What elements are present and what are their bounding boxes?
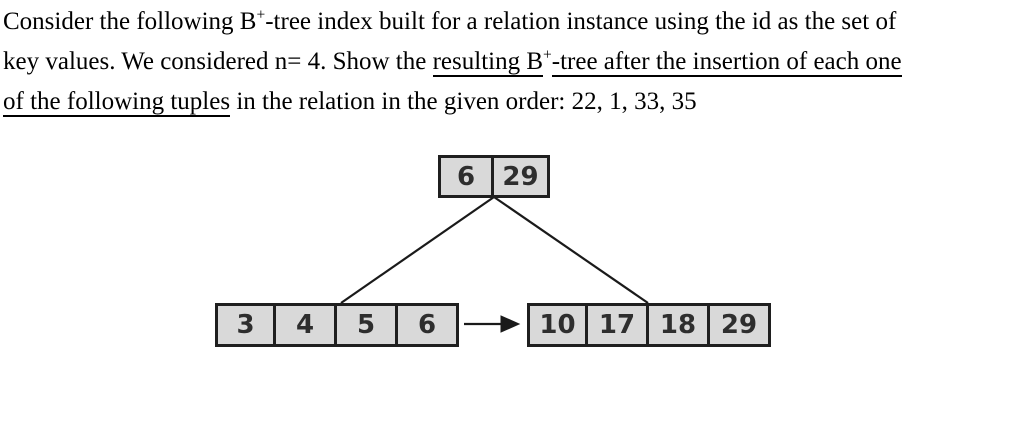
question-line: Consider the following B+-tree index bui… (3, 2, 1018, 42)
tree-key-cell: 4 (276, 303, 337, 347)
question-segment: in the relation in the given order: 22, … (230, 88, 697, 115)
root-to-left-leaf-connector (340, 196, 495, 304)
tree-key-cell: 17 (588, 303, 649, 347)
tree-key-cell: 5 (337, 303, 398, 347)
question-segment: -tree index built for a relation instanc… (265, 8, 897, 35)
tree-key-cell: 10 (527, 303, 588, 347)
question-line: of the following tuples in the relation … (3, 82, 1018, 122)
question-segment: Consider the following B (3, 8, 257, 35)
tree-key-cell: 3 (215, 303, 276, 347)
tree-key-cell: 18 (649, 303, 710, 347)
root-to-right-leaf-connector (493, 196, 649, 304)
question-segment-underlined: resulting B (432, 48, 544, 77)
superscript-plus: + (543, 46, 552, 64)
question-segment: key values. We considered n= 4. Show the (3, 48, 433, 75)
tree-key-cell: 29 (710, 303, 771, 347)
question-line: key values. We considered n= 4. Show the… (3, 42, 1018, 82)
question-segment-underlined: -tree after the insertion of each one (551, 48, 902, 77)
question-segment-underlined: of the following tuples (3, 88, 231, 117)
tree-key-cell: 6 (398, 303, 459, 347)
superscript-plus: + (256, 6, 266, 24)
tree-key-cell: 6 (438, 155, 494, 198)
question-text: Consider the following B+-tree index bui… (3, 2, 1018, 122)
tree-key-cell: 29 (494, 155, 550, 198)
